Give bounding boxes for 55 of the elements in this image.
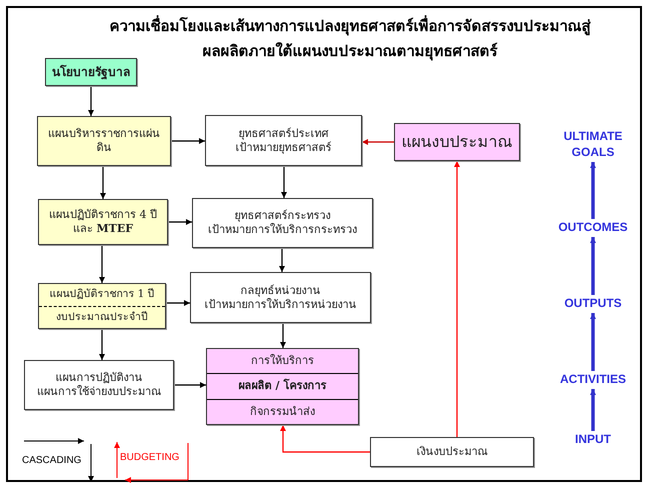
box-text: งบประมาณประจำปี bbox=[39, 306, 165, 328]
plan-box bbox=[394, 123, 520, 161]
arrow bbox=[171, 138, 205, 144]
box-text: แผนบริหารราชการแผ่นดิน bbox=[47, 127, 161, 155]
stage-label: INPUT bbox=[553, 431, 633, 449]
box-text: แผนปฏิบัติราชการ 1 ปี bbox=[48, 287, 156, 302]
arrow bbox=[88, 86, 94, 116]
box-text: แผนการใช้จ่ายงบประมาณ bbox=[36, 385, 162, 399]
box-text: แผนการปฏิบัติงาน bbox=[54, 371, 144, 385]
arrow bbox=[590, 237, 596, 295]
arrow bbox=[590, 313, 596, 371]
arrow bbox=[99, 245, 105, 283]
box-text: ยุทธศาสตร์ประเทศ bbox=[238, 126, 328, 140]
plan-box bbox=[45, 58, 137, 86]
diagram-title: ความเชื่อมโยงและเส้นทางการแปลงยุทธศาสตร์เพื่อการจัดสรรงบประมาณสู่ผลผลิตภายใต้แผนงบประมาณตามยุทธศาสตร์ bbox=[108, 14, 592, 62]
plan-box bbox=[205, 115, 362, 166]
arrow bbox=[281, 166, 287, 198]
box-text: ยุทธศาสตร์กระทรวง bbox=[234, 209, 332, 223]
plan-box bbox=[24, 360, 174, 410]
box-text: เป้าหมายการให้บริการหน่วยงาน bbox=[204, 298, 358, 312]
plan-box bbox=[37, 116, 171, 166]
arrow bbox=[454, 161, 460, 437]
stage-label: OUTPUTS bbox=[553, 295, 633, 313]
box-text: แผนงบประมาณ bbox=[400, 132, 514, 152]
legend-label: CASCADING bbox=[22, 455, 82, 466]
arrow bbox=[100, 166, 106, 199]
arrow bbox=[590, 162, 596, 219]
box-text: กิจกรรมนำส่ง bbox=[207, 398, 358, 424]
box-text: แผนปฏิบัติราชการ 4 ปี และ MTEF bbox=[48, 208, 158, 236]
plan-box bbox=[206, 348, 359, 425]
plan-box bbox=[192, 198, 373, 248]
arrow bbox=[166, 300, 190, 306]
plan-box bbox=[38, 199, 168, 245]
arrow bbox=[168, 219, 192, 225]
stage-label: ACTIVITIES bbox=[548, 371, 638, 389]
legend-label: BUDGETING bbox=[120, 452, 180, 463]
arrow bbox=[99, 329, 105, 360]
box-text: ผลผลิต / โครงการ bbox=[207, 373, 358, 399]
box-text: การให้บริการ bbox=[250, 353, 315, 369]
arrow bbox=[174, 382, 206, 388]
stage-label: ULTIMATE GOALS bbox=[553, 128, 633, 162]
plan-box bbox=[38, 283, 166, 329]
box-text: เป้าหมายการให้บริการกระทรวง bbox=[207, 223, 358, 237]
plan-box bbox=[370, 437, 534, 467]
box-text: เงินงบประมาณ bbox=[416, 445, 488, 459]
arrow bbox=[280, 323, 286, 348]
stage-label: OUTCOMES bbox=[553, 219, 633, 237]
plan-box bbox=[190, 272, 371, 323]
box-text: เป้าหมายยุทธศาสตร์ bbox=[234, 140, 332, 154]
arrow bbox=[362, 139, 394, 145]
arrow bbox=[279, 248, 285, 272]
box-text: นโยบายรัฐบาล bbox=[51, 64, 131, 80]
box-text: กลยุทธ์หน่วยงาน bbox=[240, 284, 322, 298]
arrow bbox=[280, 425, 370, 453]
arrow bbox=[590, 389, 596, 431]
